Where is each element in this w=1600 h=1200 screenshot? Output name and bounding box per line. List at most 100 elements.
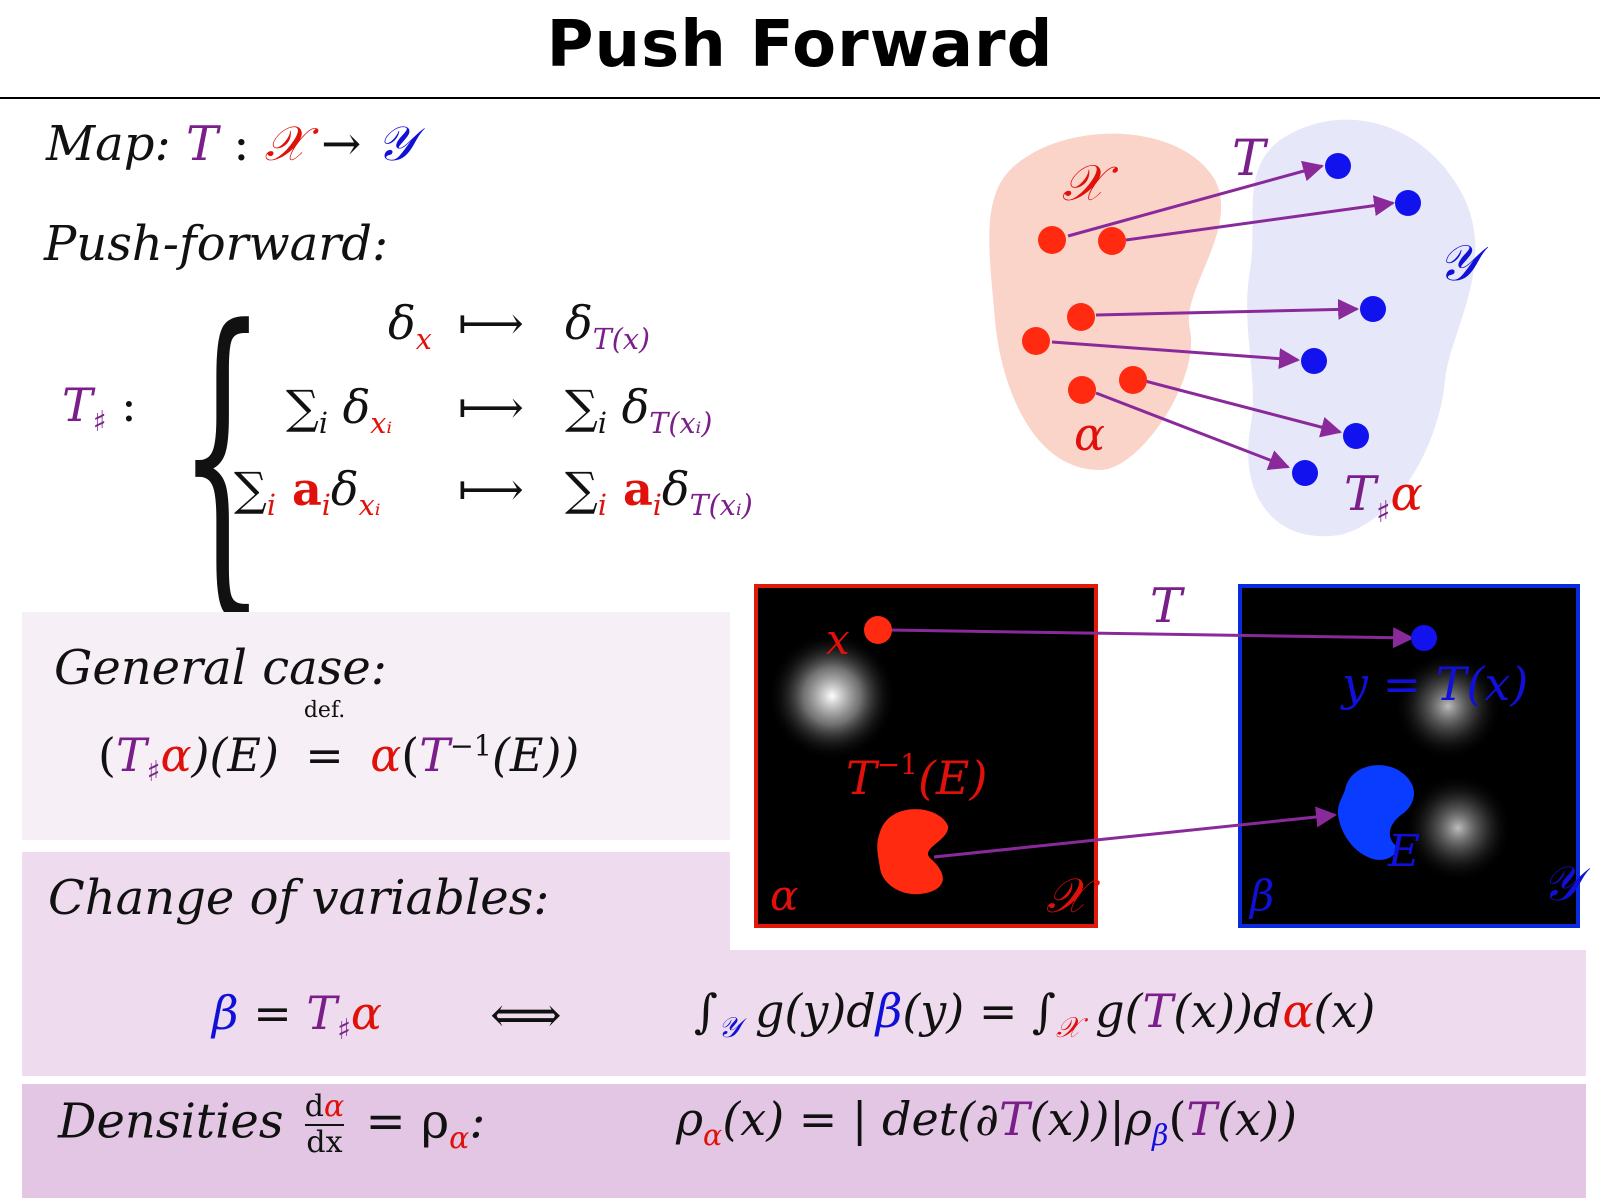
map-colon: : bbox=[217, 116, 265, 172]
map-Y: 𝒴 bbox=[376, 116, 415, 172]
source-point bbox=[1068, 376, 1096, 404]
gc-open: ( bbox=[401, 728, 420, 782]
preimage-shape bbox=[877, 809, 949, 895]
pf-row-3-rhs-i: i bbox=[597, 488, 607, 522]
arrow-1 bbox=[1067, 160, 1325, 238]
pf-row-1-mapsto: ⟼ bbox=[458, 296, 524, 350]
title-divider bbox=[0, 97, 1600, 99]
gc-lp: ( bbox=[98, 728, 116, 782]
change-variables-panel-top bbox=[22, 852, 730, 952]
pf-row-2-rhs: ∑i δT(xᵢ) bbox=[565, 380, 712, 440]
pf-row-2-rhs-sum: ∑ bbox=[565, 380, 598, 434]
target-blob bbox=[1247, 119, 1476, 537]
source-point bbox=[1038, 226, 1066, 254]
df-T2: T bbox=[1186, 1092, 1218, 1146]
densities-eq: = ρ bbox=[350, 1093, 450, 1150]
pf-row-3-lhs: ∑i aiδxᵢ bbox=[234, 462, 380, 522]
densities-line: Densities dα dx = ρα: bbox=[58, 1090, 485, 1160]
gc-inv: −1 bbox=[449, 729, 492, 763]
pf-row-3-a: a bbox=[275, 462, 322, 516]
source-point bbox=[1098, 227, 1126, 255]
target-point bbox=[1301, 348, 1327, 374]
target-density-glow bbox=[1394, 652, 1502, 760]
df-rho: ρ bbox=[676, 1092, 704, 1146]
source-blob bbox=[989, 133, 1222, 470]
densities-panel bbox=[22, 1084, 1586, 1198]
gc-mid: )(E) bbox=[191, 728, 294, 782]
top-Y-label: 𝒴 bbox=[1438, 234, 1489, 292]
pf-row-2-rhs-sub: T(xᵢ) bbox=[649, 406, 713, 440]
pf-row-3-sub: xᵢ bbox=[358, 488, 381, 522]
preimage-T: T bbox=[846, 751, 880, 805]
pf-row-1-sub: x bbox=[415, 322, 432, 356]
target-point bbox=[1325, 153, 1351, 179]
top-push-sharp: ♯ bbox=[1376, 495, 1391, 530]
densities-fraction: dα dx bbox=[304, 1089, 345, 1160]
cv-g2: g( bbox=[1080, 984, 1143, 1038]
map-T: T bbox=[185, 116, 218, 172]
pf-row-3-rhs-delta: δ bbox=[661, 462, 690, 516]
gc-rest: (E)) bbox=[491, 728, 580, 782]
densities-colon: : bbox=[469, 1093, 486, 1150]
pushforward-operator: T♯ : bbox=[62, 378, 137, 438]
cv-Y: 𝒴 bbox=[717, 1010, 741, 1044]
pf-row-2-delta: δ bbox=[327, 380, 371, 434]
target-density-glow bbox=[1404, 774, 1512, 882]
image-beta-label: β bbox=[1248, 871, 1274, 920]
cv-T2: T bbox=[1142, 984, 1174, 1038]
top-push-T: T bbox=[1344, 466, 1379, 522]
map-label: Map: bbox=[46, 116, 171, 172]
source-point bbox=[1022, 327, 1050, 355]
densities-label: Densities bbox=[58, 1093, 284, 1150]
gc-def: def. bbox=[303, 698, 346, 723]
general-case-label: General case: bbox=[54, 640, 387, 696]
cv-x2: (x))d bbox=[1173, 984, 1283, 1038]
pf-row-3-sum: ∑ bbox=[234, 462, 267, 516]
gc-eq: = bbox=[305, 728, 344, 782]
pf-row-3-mapsto: ⟼ bbox=[458, 462, 524, 516]
operator-T: T bbox=[62, 378, 93, 432]
cases-brace: { bbox=[178, 261, 267, 645]
pf-row-3-rhs-a: a bbox=[606, 462, 653, 516]
gc-T: T bbox=[115, 728, 147, 782]
pf-row-2-i: i bbox=[318, 406, 328, 440]
change-variables-panel bbox=[22, 950, 1586, 1076]
image-T-label: T bbox=[1150, 578, 1185, 634]
arrow-5 bbox=[1144, 379, 1343, 438]
pf-row-3-rhs-sum: ∑ bbox=[565, 462, 598, 516]
fraction-denominator: dx bbox=[306, 1125, 343, 1160]
source-point-x bbox=[864, 616, 892, 644]
pf-row-3-rhs: ∑i aiδT(xᵢ) bbox=[565, 462, 753, 522]
cv-alpha: α bbox=[350, 986, 382, 1040]
general-case-formula: (T♯α)(E) def.= α(T−1(E)) bbox=[98, 698, 580, 788]
pf-row-3-delta: δ bbox=[330, 462, 359, 516]
target-point bbox=[1360, 296, 1386, 322]
pf-row-1-rhs-sub: T(x) bbox=[592, 322, 651, 356]
densities-rho-sub: α bbox=[449, 1120, 470, 1156]
df-T: T bbox=[998, 1092, 1030, 1146]
cv-int2: ∫ bbox=[1032, 984, 1056, 1038]
df-mid2: (x))|ρ bbox=[1029, 1092, 1152, 1146]
cv-int1: ∫ bbox=[694, 984, 718, 1038]
pf-row-2-rhs-delta: δ bbox=[606, 380, 650, 434]
pf-row-2-sub: xᵢ bbox=[370, 406, 393, 440]
df-beta-sub: β bbox=[1151, 1118, 1169, 1152]
source-density-glow bbox=[768, 632, 896, 760]
densities-formula: ρα(x) = | det(∂T(x))|ρβ(T(x)) bbox=[676, 1092, 1297, 1152]
num-d: d bbox=[304, 1089, 324, 1124]
target-point bbox=[1395, 190, 1421, 216]
arrow-2 bbox=[1125, 195, 1396, 242]
image-preimage-label: T−1(E) bbox=[846, 748, 987, 805]
page-title: Push Forward bbox=[546, 8, 1054, 82]
pf-row-2-lhs: ∑i δxᵢ bbox=[286, 380, 392, 440]
image-Y-label: 𝒴 bbox=[1542, 856, 1591, 912]
operator-sharp: ♯ bbox=[92, 404, 107, 438]
map-line: Map: T : 𝒳 → 𝒴 bbox=[46, 116, 414, 173]
cv-beta2: β bbox=[875, 984, 903, 1038]
cv-eq: = bbox=[238, 986, 307, 1040]
image-x-label: x bbox=[826, 615, 850, 664]
df-mid: (x) = | det(∂ bbox=[722, 1092, 999, 1146]
change-variables-rhs: ∫𝒴 g(y)dβ(y) = ∫𝒳 g(T(x))dα(x) bbox=[694, 984, 1375, 1045]
change-variables-iff: ⟺ bbox=[490, 986, 562, 1044]
arrow-4 bbox=[1051, 340, 1301, 370]
